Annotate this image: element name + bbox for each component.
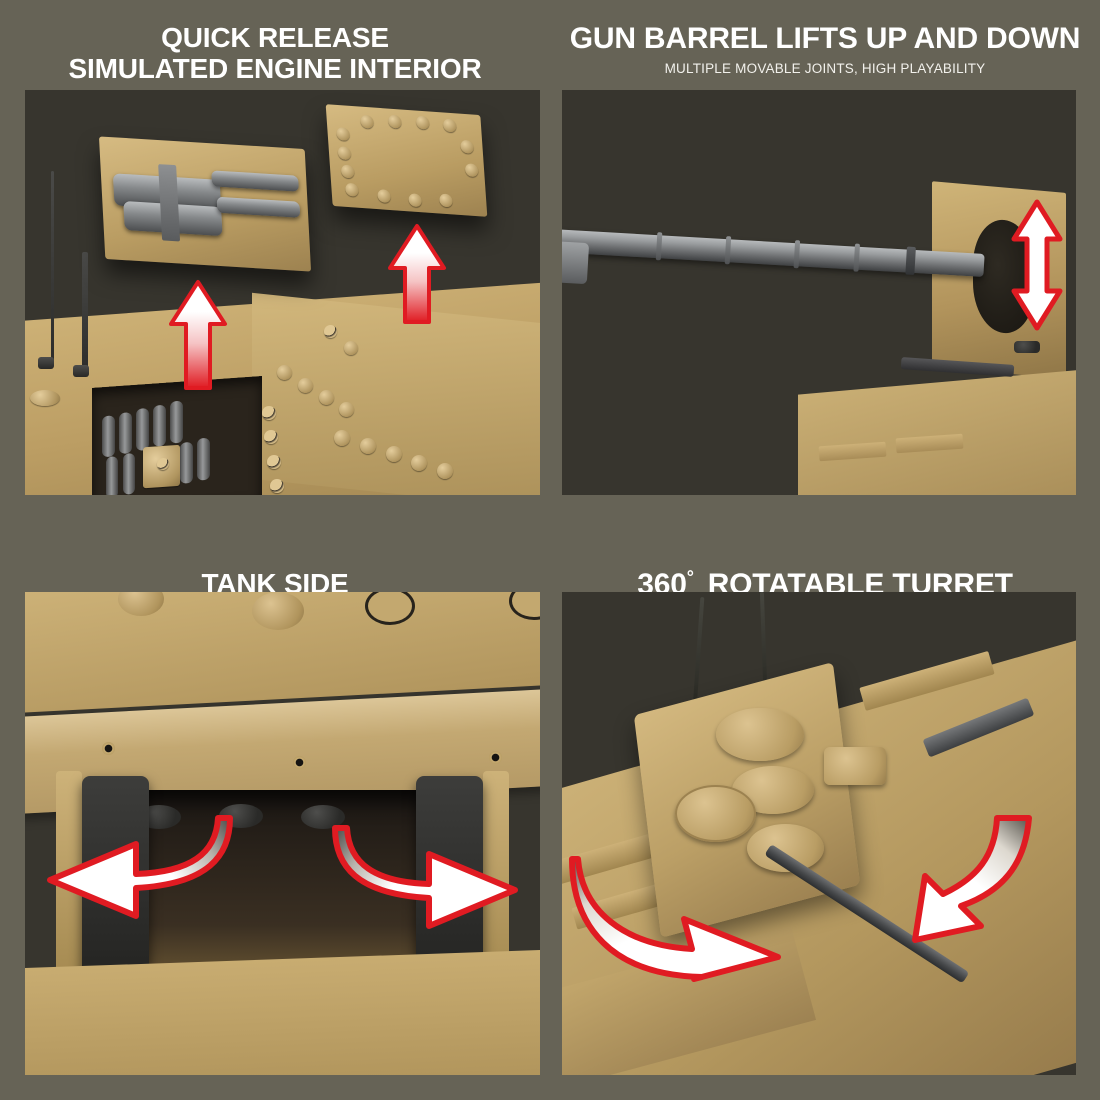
- panel-2-photo: [562, 90, 1076, 495]
- turret-hatch-1: [716, 707, 804, 762]
- arrow-double-vertical-elevation: [1011, 199, 1063, 331]
- arrow-up-engine-cover: [169, 280, 228, 391]
- panel-gun-barrel-elevation: GUN BARREL LIFTS UP AND DOWN MULTIPLE MO…: [550, 0, 1100, 550]
- antenna-base-1: [38, 357, 55, 370]
- panel-1-title: QUICK RELEASE SIMULATED ENGINE INTERIOR: [68, 22, 482, 85]
- antenna-short: [81, 252, 88, 374]
- gun-barrel[interactable]: [562, 229, 985, 277]
- turret-storage-box: [824, 746, 886, 786]
- panel-1-heading: QUICK RELEASE SIMULATED ENGINE INTERIOR: [0, 22, 550, 85]
- gun-barrel-scene: [562, 90, 1076, 495]
- panel-2-heading: GUN BARREL LIFTS UP AND DOWN MULTIPLE MO…: [550, 22, 1100, 76]
- gun-muzzle: [562, 240, 589, 284]
- panel-1-photo: [25, 90, 540, 495]
- hull-ring-stud-1: [364, 592, 415, 626]
- engine-bay-opening: [91, 375, 262, 495]
- hull-stud-2: [251, 592, 304, 630]
- armor-screw-1: [102, 741, 116, 755]
- removable-engine-cover[interactable]: [99, 136, 312, 271]
- turret-detail-block: [1014, 341, 1041, 354]
- panel-2-subtitle: MULTIPLE MOVABLE JOINTS, HIGH PLAYABILIT…: [664, 60, 986, 76]
- hull-plate-stud: [30, 389, 61, 406]
- panel-3-photo: [25, 592, 540, 1075]
- engine-bay-scene: [25, 90, 540, 495]
- panel-2-title: GUN BARREL LIFTS UP AND DOWN: [569, 22, 1081, 55]
- arrow-curve-open-right: [331, 824, 525, 934]
- panel-quick-release-engine: QUICK RELEASE SIMULATED ENGINE INTERIOR: [0, 0, 550, 550]
- armor-screw-3: [488, 751, 502, 765]
- armor-screw-2: [292, 756, 306, 770]
- rotatable-turret-scene: [562, 592, 1076, 1075]
- arrow-curve-rotate-right: [885, 814, 1035, 954]
- arrow-curve-rotate-left: [569, 853, 792, 983]
- degree-symbol: °: [686, 567, 694, 587]
- side-hatch-scene: [25, 592, 540, 1075]
- arrow-up-hatch-plate: [388, 223, 447, 324]
- panel-4-photo: [562, 592, 1076, 1075]
- panel-side-hatch: TANK SIDE HATCH CAN BE OPENED: [0, 550, 550, 1100]
- panel-rotatable-turret: 360°ROTATABLE TURRET NON-FIXED CONNECTIO…: [550, 550, 1100, 1100]
- antenna-base-2: [73, 365, 90, 378]
- commander-cupola: [675, 785, 757, 843]
- hull-ring-stud-2: [509, 592, 540, 621]
- antenna-long: [50, 171, 54, 366]
- tank-hull-front: [798, 369, 1076, 495]
- hull-lower-plate: [25, 949, 540, 1075]
- arrow-curve-open-left: [40, 814, 234, 924]
- removable-hatch-plate[interactable]: [325, 104, 487, 218]
